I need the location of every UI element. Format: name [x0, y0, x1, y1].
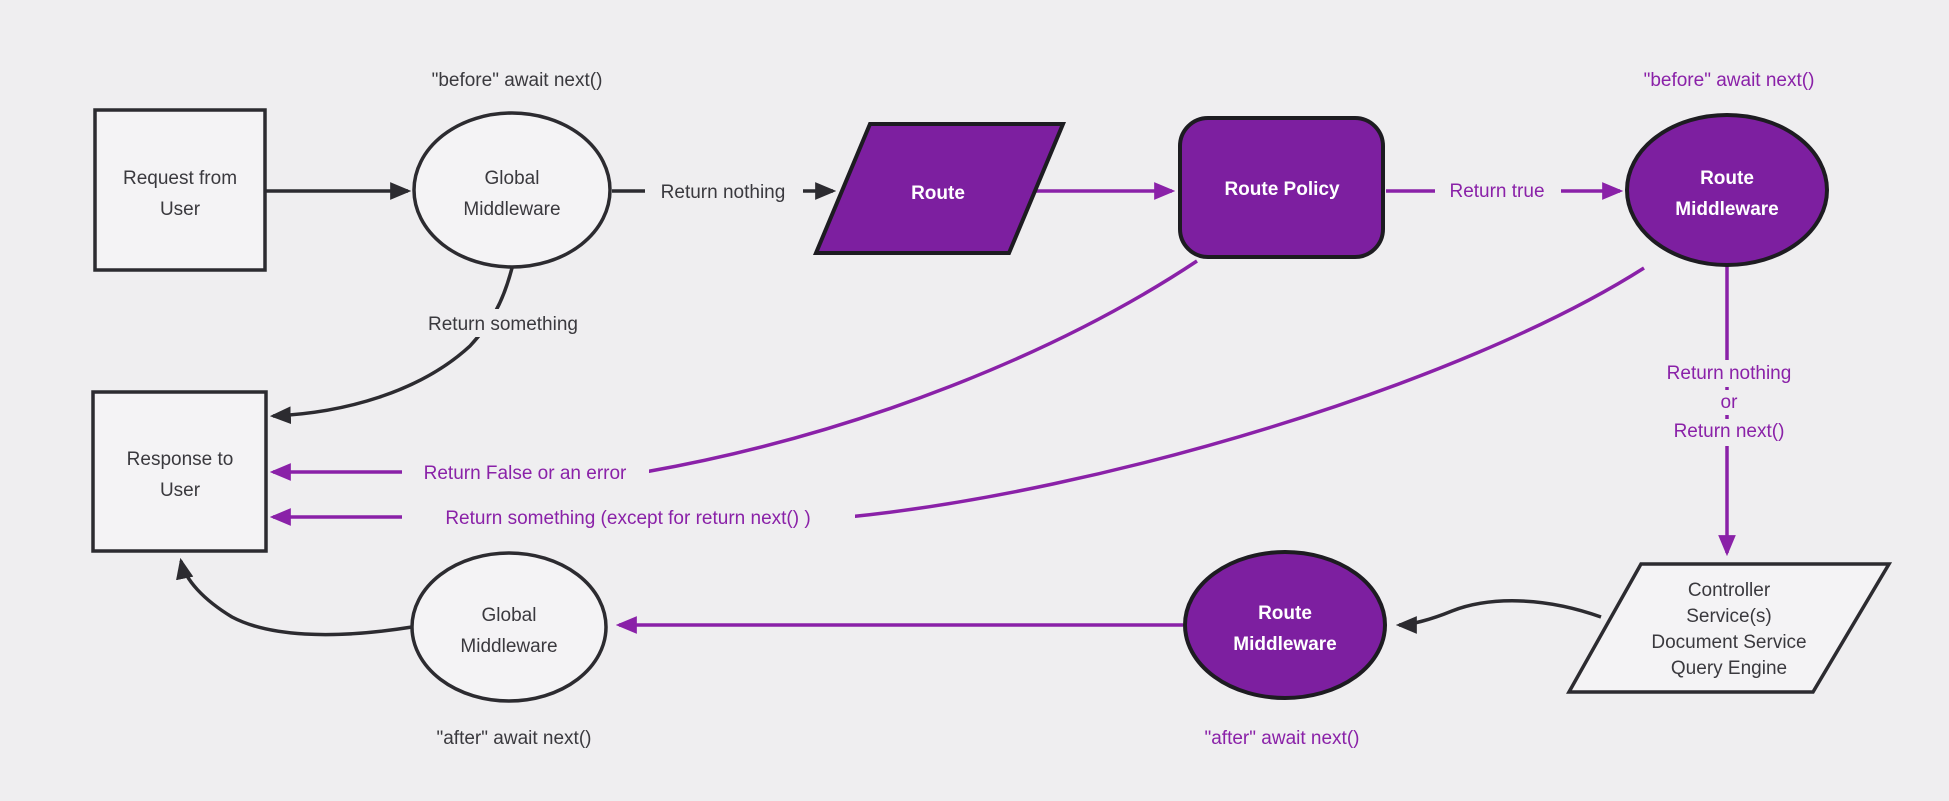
controller-stack-label-line1: Controller — [1688, 580, 1771, 601]
label-bg — [1652, 419, 1806, 446]
label-bg — [1707, 390, 1751, 415]
label-return-false-or-error: Return False or an error — [424, 463, 627, 484]
label-return-nothing-or-next-line1: Return nothing — [1667, 363, 1792, 384]
label-return-nothing-or-next-line3: Return next() — [1674, 421, 1785, 442]
controller-stack-shape — [1566, 562, 1893, 694]
route-middleware-top-label-line1: Route — [1700, 168, 1754, 189]
label-return-something: Return something — [428, 314, 578, 335]
route-middleware-bottom-label-line1: Route — [1258, 603, 1312, 624]
node-controller-stack: Controller Service(s) Document Service Q… — [1566, 562, 1893, 694]
route-shape — [812, 122, 1067, 255]
node-global-middleware-top: Global Middleware — [412, 111, 612, 269]
edge-controller-to-route-middleware-bottom — [1395, 599, 1602, 634]
request-from-user-label-line2: User — [160, 199, 201, 220]
route-label: Route — [911, 183, 965, 204]
controller-stack-label-line2: Service(s) — [1686, 606, 1772, 627]
controller-stack-label-line4: Query Engine — [1671, 658, 1787, 679]
node-route-middleware-bottom: Route Middleware — [1183, 550, 1387, 700]
label-before-await-next-global: "before" await next() — [432, 70, 603, 91]
route-policy-shape — [1178, 116, 1385, 259]
route-middleware-bottom-label-line2: Middleware — [1233, 634, 1336, 655]
route-policy-label: Route Policy — [1224, 179, 1340, 200]
label-return-nothing: Return nothing — [661, 182, 786, 203]
node-route-policy: Route Policy — [1178, 116, 1385, 259]
label-bg — [1435, 177, 1561, 204]
response-to-user-label-line1: Response to — [127, 449, 234, 470]
request-from-user-label-line1: Request from — [123, 168, 237, 189]
label-bg — [645, 177, 803, 204]
route-middleware-top-shape — [1625, 113, 1829, 267]
label-after-await-next-global: "after" await next() — [437, 728, 592, 749]
label-return-true: Return true — [1449, 181, 1544, 202]
response-to-user-label-line2: User — [160, 480, 201, 501]
global-middleware-bottom-shape — [410, 551, 608, 703]
global-middleware-top-shape — [412, 111, 612, 269]
response-to-user-shape — [91, 390, 268, 553]
global-middleware-bottom-label-line2: Middleware — [460, 636, 557, 657]
label-before-await-next-route: "before" await next() — [1644, 70, 1815, 91]
edge-route-policy-to-response — [269, 259, 1198, 481]
node-request-from-user: Request from User — [93, 108, 267, 272]
edges — [176, 182, 1736, 637]
edge-route-middleware-to-response — [269, 266, 1645, 526]
route-middleware-top-label-line2: Middleware — [1675, 199, 1778, 220]
global-middleware-top-label-line2: Middleware — [463, 199, 560, 220]
label-return-something-except: Return something (except for return next… — [445, 508, 810, 529]
edge-global-middleware-return-something — [269, 267, 514, 425]
label-bg — [402, 458, 649, 486]
node-route: Route — [812, 122, 1067, 255]
controller-stack-label-line3: Document Service — [1651, 632, 1806, 653]
label-bg — [402, 503, 855, 531]
label-after-await-next-route: "after" await next() — [1205, 728, 1360, 749]
node-route-middleware-top: Route Middleware — [1625, 113, 1829, 267]
edge-global-middleware-bottom-to-response — [176, 557, 413, 637]
global-middleware-bottom-label-line1: Global — [482, 605, 537, 626]
label-bg — [404, 309, 602, 337]
global-middleware-top-label-line1: Global — [485, 168, 540, 189]
request-from-user-shape — [93, 108, 267, 272]
label-return-nothing-or-next-line2: or — [1721, 392, 1739, 413]
label-bg — [1647, 360, 1811, 387]
edge-labels: "before" await next() Return nothing Ret… — [402, 70, 1814, 749]
node-response-to-user: Response to User — [91, 390, 268, 553]
route-middleware-bottom-shape — [1183, 550, 1387, 700]
node-global-middleware-bottom: Global Middleware — [410, 551, 608, 703]
